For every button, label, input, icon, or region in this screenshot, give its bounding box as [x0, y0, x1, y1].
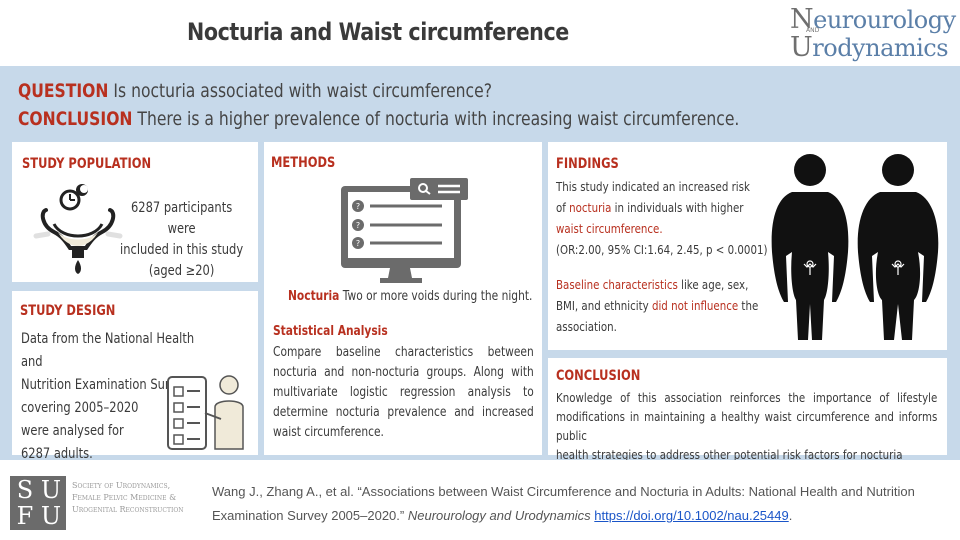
question-text: Is nocturia associated with waist circum… — [108, 80, 492, 102]
logo-and: AND — [806, 27, 820, 34]
svg-text:?: ? — [356, 202, 360, 211]
logo-cap-n: N — [790, 4, 814, 35]
study-design-title: STUDY DESIGN — [20, 303, 116, 319]
question-line: QUESTION Is nocturia associated with wai… — [18, 80, 492, 102]
findings-card: FINDINGS This study indicated an increas… — [548, 142, 947, 350]
question-label: QUESTION — [18, 80, 109, 102]
conclusion-card-title: CONCLUSION — [556, 368, 641, 384]
study-design-text: Data from the National Health and Nutrit… — [21, 331, 195, 462]
logo-cap-u: U — [790, 32, 813, 63]
body-silhouettes-icon — [771, 154, 939, 340]
findings-title: FINDINGS — [556, 156, 619, 172]
svg-text:?: ? — [356, 239, 360, 248]
sufu-name: Society of Urodynamics, Female Pelvic Me… — [72, 481, 184, 514]
stats-title: Statistical Analysis — [273, 324, 388, 339]
conclusion-text: There is a higher prevalence of nocturia… — [132, 108, 740, 130]
conclusion-card-text: Knowledge of this association reinforces… — [556, 390, 938, 462]
nocturia-def: Two or more voids during the night. — [339, 289, 533, 304]
nocturia-term: Nocturia — [288, 289, 340, 304]
svg-text:?: ? — [356, 221, 360, 230]
conclusion-label: CONCLUSION — [18, 108, 133, 130]
page-title: Nocturia and Waist circumference — [187, 18, 569, 46]
footer: S U F U Society of Urodynamics, Female P… — [0, 460, 960, 540]
sufu-logo[interactable]: S U F U — [10, 476, 66, 530]
nocturia-definition: Nocturia Two or more voids during the ni… — [288, 289, 534, 304]
study-design-card: STUDY DESIGN Data from the National Heal… — [12, 291, 258, 462]
bladder-clock-icon — [33, 184, 123, 274]
study-population-card: STUDY POPULATION 6287 participants were … — [12, 142, 258, 282]
findings-text: This study indicated an increased risk o… — [556, 179, 768, 334]
study-population-title: STUDY POPULATION — [22, 156, 152, 172]
citation: Wang J., Zhang A., et al. “Associations … — [212, 484, 915, 523]
logo-word-1: eurourology — [813, 6, 956, 34]
stats-text: Compare baseline characteristics between… — [273, 345, 534, 440]
methods-card: METHODS ? ? ? Nocturia Two or more voids… — [264, 142, 542, 455]
citation-journal: Neurourology and Urodynamics — [407, 508, 591, 523]
methods-title: METHODS — [271, 155, 336, 171]
journal-logo[interactable]: Neurourology AND Urodynamics — [790, 4, 956, 64]
conclusion-line: CONCLUSION There is a higher prevalence … — [18, 108, 739, 130]
header: Nocturia and Waist circumference Neurour… — [0, 0, 960, 66]
computer-survey-icon: ? ? ? — [341, 178, 468, 283]
study-population-text: 6287 participants were included in this … — [120, 200, 244, 279]
survey-person-icon — [167, 375, 244, 450]
conclusion-card: CONCLUSION Knowledge of this association… — [548, 358, 947, 462]
doi-link[interactable]: https://doi.org/10.1002/nau.25449 — [594, 508, 789, 523]
logo-word-2: rodynamics — [812, 34, 949, 62]
